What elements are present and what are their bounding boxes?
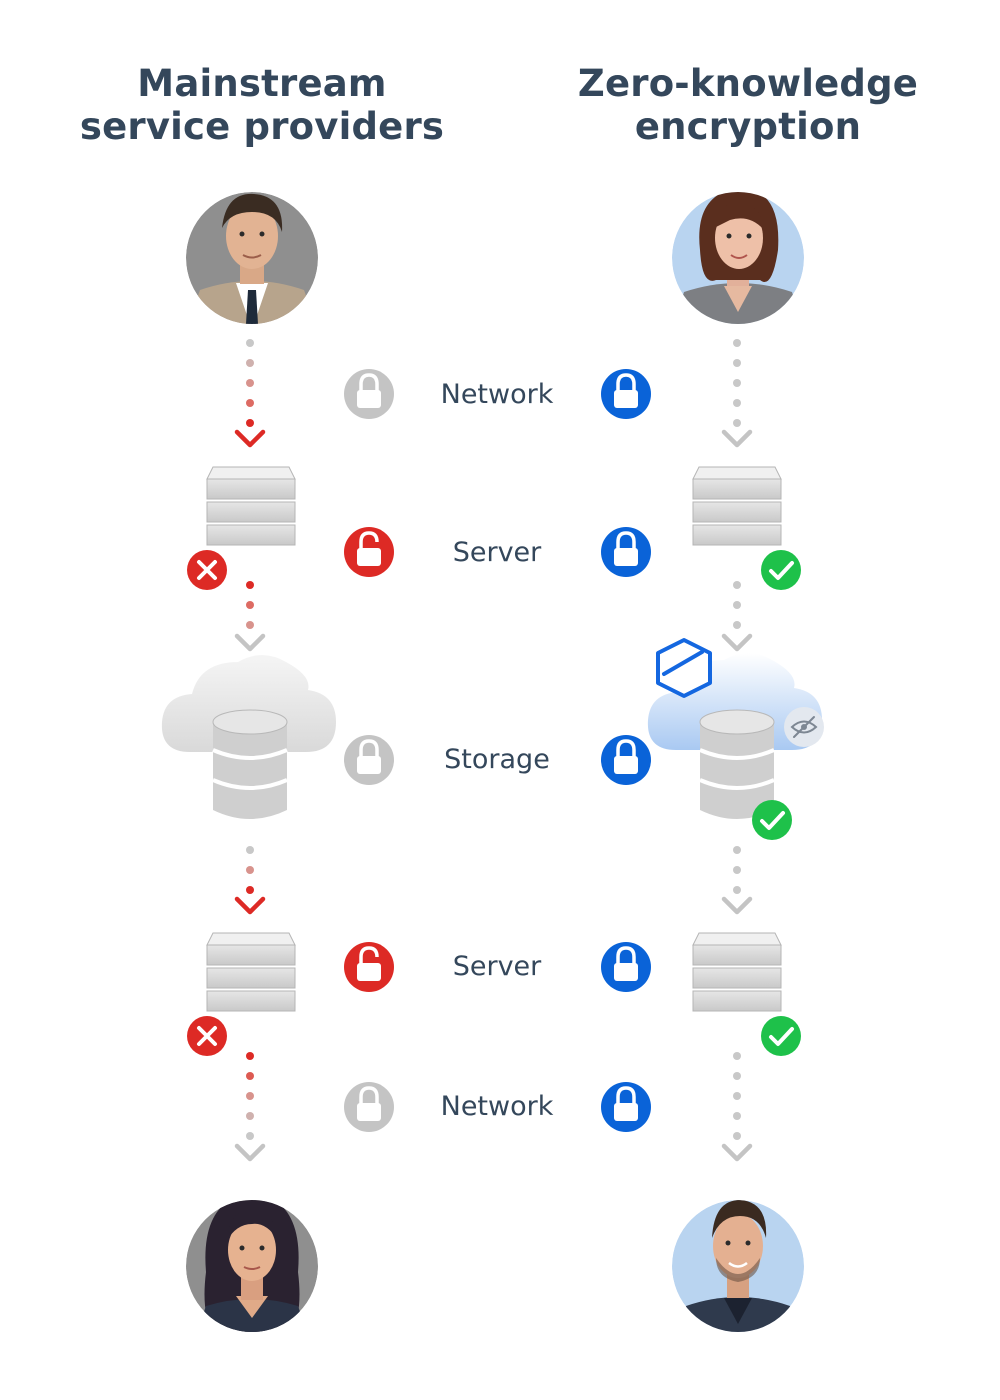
right-connector-2 <box>721 581 753 652</box>
cloud-storage-left <box>161 655 336 752</box>
sender-avatar-left <box>186 192 318 324</box>
lock-closed-icon <box>601 942 651 992</box>
database-icon <box>699 709 775 819</box>
title-line: encryption <box>634 105 862 148</box>
lock-closed-icon <box>601 527 651 577</box>
x-icon <box>187 1016 227 1056</box>
row-label-network-top: Network <box>440 379 554 410</box>
lock-closed-icon <box>344 369 394 419</box>
lock-open-icon <box>344 942 394 992</box>
check-icon <box>761 1016 801 1056</box>
lock-closed-icon <box>344 1082 394 1132</box>
recipient-avatar-right <box>672 1200 804 1332</box>
left-connector-2 <box>234 581 266 652</box>
x-icon <box>187 550 227 590</box>
server-icon <box>206 932 296 1012</box>
right-connector-1 <box>721 339 753 448</box>
lock-closed-icon <box>601 1082 651 1132</box>
lock-closed-icon <box>601 369 651 419</box>
row-label-storage: Storage <box>444 744 550 775</box>
hidden-eye-icon <box>784 707 824 747</box>
check-icon <box>761 550 801 590</box>
server-icon <box>692 466 782 546</box>
row-label-server-top: Server <box>452 537 542 568</box>
lock-closed-icon <box>601 735 651 785</box>
recipient-avatar-left <box>186 1200 318 1332</box>
row-label-network-bottom: Network <box>440 1091 554 1122</box>
title-line: service providers <box>79 105 445 148</box>
lock-open-icon <box>344 527 394 577</box>
left-connector-1 <box>234 339 266 448</box>
mainstream-column-title: Mainstream service providers <box>52 62 472 148</box>
title-line: Zero-knowledge <box>577 62 919 105</box>
left-connector-4 <box>234 1052 266 1162</box>
database-icon <box>212 709 288 819</box>
left-connector-3 <box>234 846 266 915</box>
hexagon-logo-icon <box>656 638 712 698</box>
zero-knowledge-column-title: Zero-knowledge encryption <box>538 62 958 148</box>
title-line: Mainstream <box>137 62 387 105</box>
lock-closed-icon <box>344 735 394 785</box>
check-icon <box>752 800 792 840</box>
server-icon <box>206 466 296 546</box>
row-label-server-bottom: Server <box>452 951 542 982</box>
server-icon <box>692 932 782 1012</box>
right-connector-4 <box>721 1052 753 1162</box>
right-connector-3 <box>721 846 753 915</box>
sender-avatar-right <box>672 192 804 324</box>
